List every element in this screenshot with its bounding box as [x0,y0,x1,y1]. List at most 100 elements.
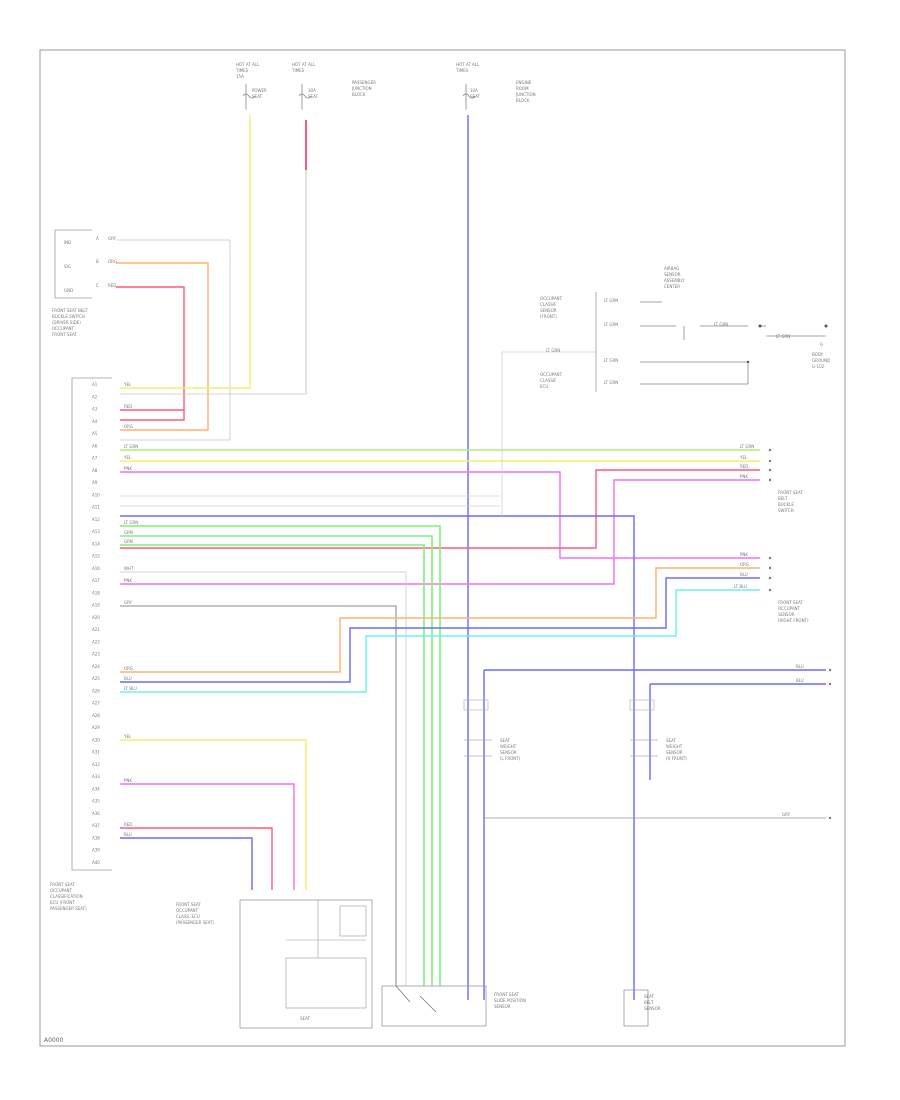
svg-text:HOT AT ALL: HOT AT ALL [456,62,480,67]
connector-pin-label: A35 [92,799,100,804]
svg-text:ORG: ORG [124,666,133,671]
svg-text:BLU: BLU [124,676,132,681]
svg-text:(L FRONT): (L FRONT) [500,756,521,761]
svg-text:WHT: WHT [124,566,134,571]
svg-text:RED: RED [108,283,116,288]
svg-text:LT GRN: LT GRN [604,358,618,363]
svg-text:PNK: PNK [124,578,132,583]
svg-text:CENTER: CENTER [664,284,680,289]
svg-text:OCCUPANT: OCCUPANT [540,372,563,377]
svg-text:SEAT: SEAT [252,94,262,99]
svg-text:SEAT: SEAT [644,994,654,999]
svg-text:(RIGHT FRONT): (RIGHT FRONT) [778,618,809,623]
svg-text:OCCUPANT: OCCUPANT [540,296,563,301]
junction-3-label: ENGINE ROOM JUNCTION BLOCK [515,80,536,103]
svg-text:ORG: ORG [108,259,117,264]
wire-red-bottom [120,827,273,890]
svg-text:BUCKLE SWITCH: BUCKLE SWITCH [52,314,85,319]
bottom-right-sensor: SEAT BELT SENSOR [623,989,661,1027]
svg-text:SEAT: SEAT [308,94,318,99]
svg-text:LT GRN: LT GRN [124,444,138,449]
connector-pin-label: A20 [92,615,100,620]
svg-text:PNK: PNK [124,466,132,471]
svg-text:RED: RED [124,404,132,409]
connector-pin-label: A11 [92,505,100,510]
wire-red-right [120,469,760,549]
svg-text:ORG: ORG [124,424,133,429]
connector-pin-label: A33 [92,774,100,779]
connector-pin-label: A37 [92,823,100,828]
connector-pin-label: A3 [92,407,98,412]
svg-text:YEL: YEL [739,455,748,460]
svg-text:SENSOR: SENSOR [666,750,683,755]
connector-pin-label: A32 [92,762,100,767]
svg-text:LT GRN: LT GRN [776,334,790,339]
right-lower-label: FRONT SEAT OCCUPANT SENSOR (RIGHT FRONT) [778,600,809,623]
svg-text:SIG: SIG [64,264,71,269]
connector-pin-label: A19 [92,603,100,608]
connector-pin-label: A18 [92,590,100,595]
bottom-mid-switch-box: FRONT SEAT SLIDE POSITION SENSOR [381,985,526,1027]
svg-text:SEAT: SEAT [470,94,480,99]
svg-text:BELT: BELT [778,496,788,501]
sensor-1: SEAT WEIGHT SENSOR (L FRONT) [463,699,521,761]
connector-pin-label: A7 [92,456,98,461]
connector-pin-label: A1 [92,382,98,387]
svg-text:FRONT SEAT: FRONT SEAT [778,490,803,495]
svg-text:SENSOR: SENSOR [500,750,517,755]
svg-text:B: B [96,259,99,264]
svg-text:TIMES: TIMES [235,68,249,73]
svg-text:BLU: BLU [796,664,804,669]
svg-text:PNK: PNK [124,778,132,783]
connector-pin-label: A22 [92,639,100,644]
wire-magenta-right [120,471,760,559]
svg-text:TIMES: TIMES [455,68,469,73]
right-top-module: OCCUPANT CLASSIF. SENSOR (FRONT) LT GRN … [540,266,830,392]
svg-text:GRN: GRN [124,530,133,535]
svg-text:WEIGHT: WEIGHT [666,744,683,749]
connector-pin-label: A40 [92,860,100,865]
fuse-2-label: HOT AT ALL TIMES 30A SEAT [291,62,318,99]
wire-blue-low [120,577,760,683]
svg-text:OCCUPANT: OCCUPANT [52,326,75,331]
sensor-2: SEAT WEIGHT SENSOR (R FRONT) [629,699,687,761]
svg-text:HOT AT ALL: HOT AT ALL [236,62,260,67]
wire-gray-switch [116,239,231,441]
svg-text:G: G [820,342,823,347]
connector-pin-label: A15 [92,554,100,559]
diagram-frame [39,49,846,1047]
svg-text:ROOM: ROOM [516,86,529,91]
connector-pin-label: A4 [92,419,98,424]
connector-pin-label: A38 [92,836,100,841]
svg-text:C: C [96,283,99,288]
connector-pin-label: A26 [92,688,100,693]
svg-text:YEL: YEL [123,455,132,460]
svg-text:LT GRN: LT GRN [714,322,728,327]
svg-text:PNK: PNK [740,552,748,557]
connector-pin-label: A10 [92,492,100,497]
diagram-code: A0000 [44,1037,64,1044]
svg-text:BELT: BELT [644,1000,654,1005]
fuse-1-symbol [242,84,256,110]
svg-text:GROUND: GROUND [812,358,830,363]
connector-pin-label: A31 [92,750,100,755]
svg-text:10A: 10A [470,88,478,93]
wire-orange-switch [116,262,209,431]
connector-pin-label: A16 [92,566,100,571]
svg-text:JUNCTION: JUNCTION [515,92,536,97]
svg-text:SEAT: SEAT [500,738,510,743]
fuse-1-label: HOT AT ALL TIMES 15A POWER SEAT [235,62,267,99]
svg-text:SEAT: SEAT [666,738,676,743]
connector-pin-label: A29 [92,725,100,730]
connector-pin-label: A30 [92,737,100,742]
svg-text:SENSOR: SENSOR [494,1004,511,1009]
svg-text:WEIGHT: WEIGHT [500,744,517,749]
svg-text:G-102: G-102 [812,364,825,369]
wire-dark-bottom [120,605,397,986]
wire-pink-bottom [120,783,295,890]
svg-text:CLASSIFICATION: CLASSIFICATION [50,894,83,899]
connector-pin-label: A8 [92,468,98,473]
svg-text:BLU: BLU [796,678,804,683]
svg-text:FRONT SEAT: FRONT SEAT [494,992,519,997]
svg-text:ECU: ECU [540,384,548,389]
